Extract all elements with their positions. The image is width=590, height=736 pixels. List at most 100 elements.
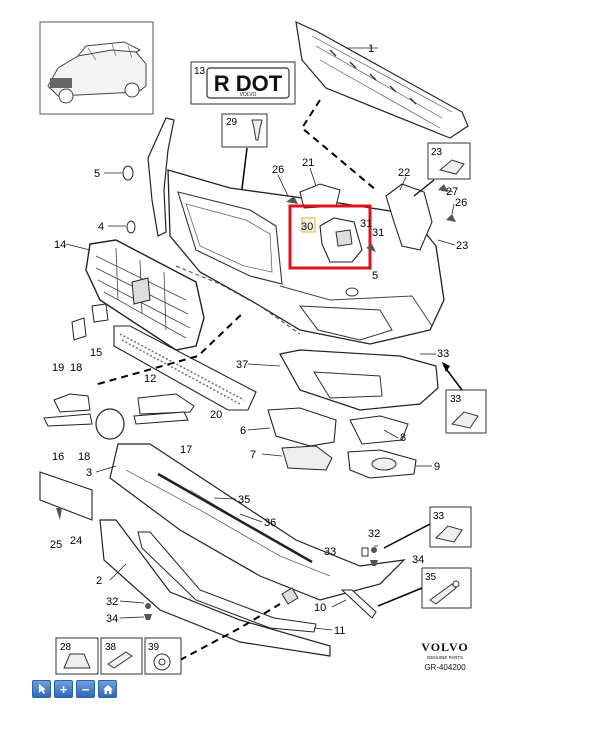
grille bbox=[85, 239, 205, 351]
part-fastener bbox=[281, 587, 299, 605]
bumper-cover bbox=[167, 169, 445, 345]
svg-text:31: 31 bbox=[372, 227, 384, 239]
part-18-bracket bbox=[71, 317, 87, 341]
svg-text:5: 5 bbox=[94, 168, 100, 180]
svg-text:18: 18 bbox=[70, 362, 82, 374]
svg-text:27: 27 bbox=[446, 186, 458, 198]
svg-text:33: 33 bbox=[450, 394, 462, 405]
svg-text:VOLVO: VOLVO bbox=[421, 640, 468, 654]
svg-text:32: 32 bbox=[368, 528, 380, 540]
svg-text:17: 17 bbox=[180, 444, 192, 456]
plate-brand: VOLVO bbox=[240, 92, 257, 98]
home-icon bbox=[102, 684, 113, 694]
part-25-screw bbox=[56, 508, 62, 520]
pointer-button[interactable] bbox=[32, 680, 51, 698]
svg-text:30: 30 bbox=[301, 221, 313, 233]
svg-text:15: 15 bbox=[90, 347, 102, 359]
part-34-screw bbox=[144, 614, 152, 620]
screw bbox=[438, 184, 448, 192]
svg-text:GR-404200: GR-404200 bbox=[424, 663, 466, 672]
svg-text:38: 38 bbox=[105, 642, 117, 653]
svg-text:24: 24 bbox=[70, 535, 82, 547]
zoom-out-button[interactable]: − bbox=[76, 680, 95, 698]
part-box-33-right: 33 bbox=[445, 389, 487, 434]
svg-text:39: 39 bbox=[148, 642, 160, 653]
plate-number: 13 bbox=[194, 66, 206, 77]
svg-text:25: 25 bbox=[50, 539, 62, 551]
dashed-link bbox=[300, 99, 377, 191]
plate-text: R DOT bbox=[214, 71, 283, 96]
part-6-fog-frame bbox=[267, 407, 337, 447]
part-18-cap bbox=[95, 408, 125, 440]
part-box-39: 39 bbox=[144, 637, 182, 675]
dashed-link bbox=[179, 603, 281, 661]
part-box-23: 23 bbox=[427, 142, 471, 180]
part-37-insert bbox=[279, 349, 439, 411]
part-4-clip bbox=[126, 220, 136, 234]
part-2-spoiler bbox=[99, 519, 331, 657]
part-box-38: 38 bbox=[100, 637, 143, 675]
svg-text:36: 36 bbox=[264, 517, 276, 529]
svg-text:23: 23 bbox=[456, 240, 468, 252]
svg-text:11: 11 bbox=[334, 625, 345, 637]
svg-text:14: 14 bbox=[54, 239, 66, 251]
part-8-fog-frame bbox=[349, 415, 409, 445]
zoom-in-button[interactable]: + bbox=[54, 680, 73, 698]
svg-text:9: 9 bbox=[434, 461, 440, 473]
volvo-logo: VOLVO GENUINE PARTS GR-404200 bbox=[421, 640, 468, 672]
pointer-icon bbox=[38, 684, 46, 694]
dashed-link bbox=[97, 311, 245, 385]
part-box-33-lower: 33 bbox=[429, 506, 472, 548]
svg-text:35: 35 bbox=[425, 572, 437, 583]
svg-text:10: 10 bbox=[314, 602, 326, 614]
svg-text:12: 12 bbox=[144, 373, 156, 385]
svg-text:20: 20 bbox=[210, 409, 222, 421]
callout-numbers: 1 5 26 21 22 27 26 23 30 31 31 5 4 14 15… bbox=[50, 43, 468, 637]
svg-text:6: 6 bbox=[240, 425, 246, 437]
part-36-strip bbox=[157, 472, 313, 564]
part-box-28: 28 bbox=[55, 637, 99, 675]
part-21-bracket bbox=[299, 183, 341, 209]
svg-text:33: 33 bbox=[433, 511, 445, 522]
svg-text:16: 16 bbox=[52, 451, 64, 463]
part-box-29: 29 bbox=[221, 113, 268, 148]
screw bbox=[446, 214, 456, 222]
part-16-trim bbox=[43, 413, 93, 427]
highlight-box bbox=[288, 204, 372, 270]
svg-text:33: 33 bbox=[324, 546, 336, 558]
svg-text:8: 8 bbox=[400, 432, 406, 444]
part-box-35: 35 bbox=[421, 567, 472, 609]
svg-text:35: 35 bbox=[238, 494, 250, 506]
svg-text:34: 34 bbox=[412, 554, 424, 566]
part-20-trim bbox=[137, 393, 195, 415]
part-5-small bbox=[122, 165, 134, 181]
svg-text:28: 28 bbox=[60, 642, 72, 653]
part-17-trim bbox=[133, 411, 189, 425]
svg-text:3: 3 bbox=[86, 467, 92, 479]
part-32-nut bbox=[145, 603, 151, 609]
svg-text:23: 23 bbox=[431, 147, 443, 158]
part-7-fog-cover bbox=[281, 445, 333, 471]
diagram-toolbar: + − bbox=[32, 680, 117, 698]
svg-text:22: 22 bbox=[398, 167, 410, 179]
callout-leaders bbox=[65, 47, 456, 631]
svg-text:33: 33 bbox=[437, 348, 449, 360]
part-1-absorber bbox=[295, 20, 469, 139]
lower-grille bbox=[113, 325, 257, 411]
svg-text:37: 37 bbox=[236, 359, 248, 371]
car-thumbnail bbox=[39, 21, 154, 115]
svg-text:34: 34 bbox=[106, 613, 118, 625]
home-button[interactable] bbox=[98, 680, 117, 698]
svg-text:1: 1 bbox=[368, 43, 374, 55]
svg-text:19: 19 bbox=[52, 362, 64, 374]
screw bbox=[286, 196, 298, 204]
part-15-emblem bbox=[91, 303, 109, 323]
screw bbox=[366, 244, 376, 252]
part-19-trim bbox=[53, 393, 91, 413]
svg-text:7: 7 bbox=[250, 449, 256, 461]
part-24-plate-holder bbox=[39, 471, 93, 521]
svg-text:26: 26 bbox=[272, 164, 284, 176]
svg-text:5: 5 bbox=[372, 270, 378, 282]
part-22-bracket bbox=[385, 183, 433, 251]
